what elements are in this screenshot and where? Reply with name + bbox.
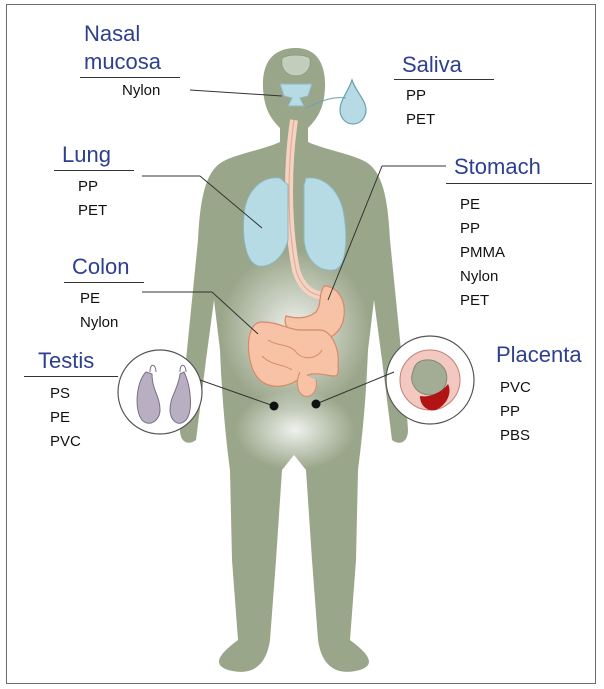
nasal-mucosa-title: Nasal mucosa <box>84 20 161 76</box>
sinus-cavity <box>282 55 311 76</box>
list-item: Nylon <box>460 265 505 289</box>
saliva-underline <box>394 79 494 80</box>
stomach-title: Stomach <box>454 154 541 180</box>
pelvis-glow <box>235 390 355 470</box>
list-item: Nylon <box>80 311 118 335</box>
colon-material-list: PE Nylon <box>80 287 118 335</box>
nasal-underline <box>80 77 180 78</box>
lung-underline <box>54 170 134 171</box>
saliva-drop <box>340 80 366 124</box>
lung-material-list: PP PET <box>78 175 107 223</box>
list-item: PP <box>500 400 531 424</box>
stomach-material-list: PE PP PMMA Nylon PET <box>460 193 505 313</box>
list-item: PBS <box>500 424 531 448</box>
list-item: PET <box>460 289 505 313</box>
list-item: PP <box>460 217 505 241</box>
saliva-title: Saliva <box>402 52 462 78</box>
list-item: PE <box>50 406 81 430</box>
list-item: PP <box>406 84 435 108</box>
list-item: PP <box>78 175 107 199</box>
fetus <box>412 360 447 395</box>
nasal-title-line1: Nasal <box>84 20 161 48</box>
lung-title: Lung <box>62 142 111 168</box>
list-item: PVC <box>50 430 81 454</box>
nasal-material-list: Nylon <box>122 79 160 103</box>
colon-underline <box>64 282 144 283</box>
testis-underline <box>24 376 118 377</box>
list-item: PS <box>50 382 81 406</box>
list-item: PE <box>80 287 118 311</box>
list-item: PMMA <box>460 241 505 265</box>
list-item: PE <box>460 193 505 217</box>
testis-material-list: PS PE PVC <box>50 382 81 454</box>
placenta-marker-dot <box>312 400 321 409</box>
list-item: PVC <box>500 376 531 400</box>
nasal-title-line2: mucosa <box>84 48 161 76</box>
testis-title: Testis <box>38 348 94 374</box>
colon-title: Colon <box>72 254 129 280</box>
stomach-underline <box>446 183 592 184</box>
placenta-material-list: PVC PP PBS <box>500 376 531 448</box>
list-item: PET <box>78 199 107 223</box>
testis-marker-dot <box>270 402 279 411</box>
list-item: Nylon <box>122 79 160 103</box>
list-item: PET <box>406 108 435 132</box>
saliva-material-list: PP PET <box>406 84 435 132</box>
placenta-title: Placenta <box>496 342 582 368</box>
